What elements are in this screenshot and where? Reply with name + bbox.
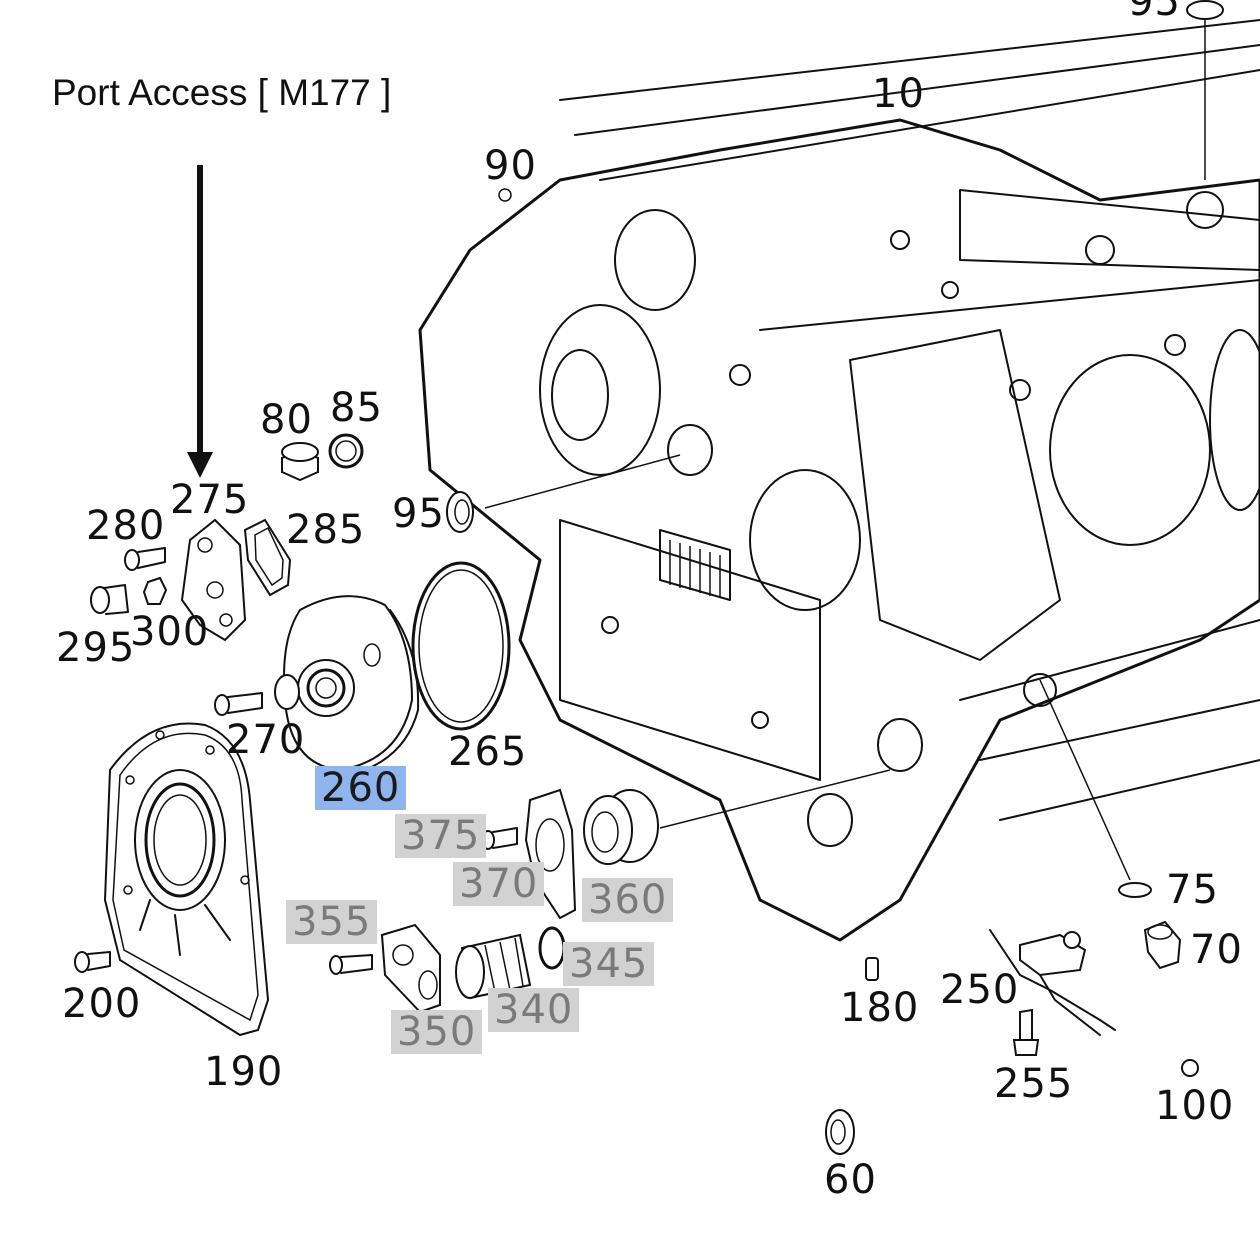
part-80-plug — [281, 442, 319, 482]
label-355[interactable]: 355 — [286, 900, 378, 944]
label-360[interactable]: 360 — [582, 878, 674, 922]
part-355-bolt — [329, 954, 373, 975]
part-295-plug — [90, 584, 129, 615]
label-260[interactable]: 260 — [315, 766, 407, 810]
part-85-ring — [328, 433, 364, 469]
part-75-washer — [1118, 882, 1152, 898]
label-345[interactable]: 345 — [563, 942, 655, 986]
label-80: 80 — [260, 397, 313, 443]
part-285-gasket — [243, 518, 292, 597]
part-95-top — [1186, 0, 1224, 20]
part-280-bolt — [124, 547, 166, 571]
label-350[interactable]: 350 — [391, 1010, 483, 1054]
label-275: 275 — [170, 477, 250, 523]
label-285: 285 — [286, 507, 366, 553]
leader-lines — [484, 20, 1206, 881]
label-300: 300 — [130, 609, 210, 655]
label-85: 85 — [330, 385, 383, 431]
part-70-plug — [1143, 920, 1182, 970]
label-250: 250 — [940, 967, 1020, 1013]
label-10: 10 — [872, 71, 925, 117]
label-180: 180 — [840, 985, 920, 1031]
part-180-pin — [865, 957, 879, 981]
label-95: 95 — [392, 491, 445, 537]
label-75: 75 — [1166, 867, 1219, 913]
label-190: 190 — [204, 1049, 284, 1095]
part-255-bolt — [1012, 1008, 1040, 1056]
label-375[interactable]: 375 — [395, 814, 487, 858]
label-200: 200 — [62, 981, 142, 1027]
diagram-title: Port Access [ M177 ] — [52, 72, 392, 113]
label-265: 265 — [448, 729, 528, 775]
label-340[interactable]: 340 — [488, 988, 580, 1032]
part-200-bolt — [74, 951, 111, 973]
label-95-top: 95 — [1128, 0, 1181, 25]
label-100: 100 — [1155, 1083, 1235, 1129]
part-270-bolt — [214, 692, 263, 716]
part-100-dot — [1181, 1059, 1199, 1077]
label-270: 270 — [226, 717, 306, 763]
part-370-flange — [524, 788, 577, 920]
part-300-nut — [142, 576, 168, 605]
label-70: 70 — [1190, 927, 1243, 973]
part-250-bracket — [989, 929, 1116, 1036]
part-345-ring — [538, 926, 566, 970]
label-90: 90 — [484, 143, 537, 189]
part-60-seal — [825, 1109, 855, 1155]
part-360-sleeve — [583, 789, 659, 865]
part-275-bracket — [180, 518, 247, 642]
access-arrow-head — [187, 452, 213, 478]
label-370[interactable]: 370 — [453, 862, 545, 906]
part-260-cover — [274, 595, 420, 776]
label-255: 255 — [994, 1061, 1074, 1107]
part-190-cover — [103, 722, 270, 1037]
label-280: 280 — [86, 503, 166, 549]
part-95-seal — [446, 491, 474, 533]
label-295: 295 — [56, 625, 136, 671]
part-90 — [498, 188, 512, 202]
part-265-oring — [411, 561, 511, 731]
engine-block — [418, 19, 1260, 942]
part-350-flange — [380, 923, 441, 1014]
access-arrow-shaft — [197, 165, 203, 455]
label-60: 60 — [824, 1157, 877, 1203]
part-375-bolt — [481, 827, 518, 850]
part-340-sleeve — [455, 933, 532, 1000]
